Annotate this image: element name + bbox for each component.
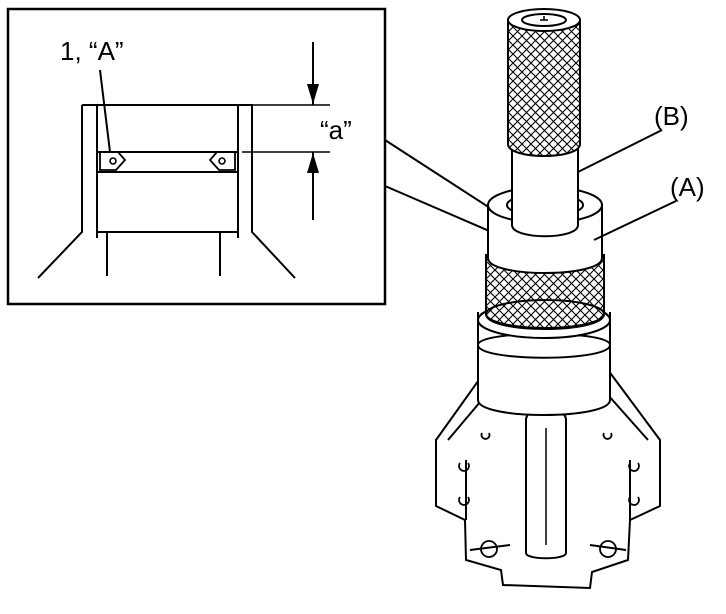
boss-collar bbox=[477, 332, 611, 416]
inner-bushing bbox=[96, 171, 239, 233]
housing-inner bbox=[447, 394, 649, 551]
label-tool-b: (B) bbox=[654, 101, 689, 131]
tool-b-shaft bbox=[511, 139, 579, 238]
tool-b-cap-mark bbox=[540, 16, 548, 21]
main-assembly bbox=[435, 8, 661, 590]
tool-b-knurl bbox=[507, 21, 581, 157]
bolt-holes bbox=[458, 432, 640, 558]
lower-legs bbox=[96, 232, 239, 276]
inset-detail bbox=[6, 7, 387, 306]
inset-frame bbox=[6, 7, 387, 306]
tool-a-knurl-bottom-edge bbox=[485, 299, 605, 329]
dimension-a bbox=[242, 42, 330, 220]
oil-seal bbox=[96, 151, 239, 173]
leader-seal bbox=[99, 69, 111, 153]
housing-section bbox=[37, 104, 296, 279]
tool-b-cap bbox=[521, 13, 567, 27]
label-tool-a: (A) bbox=[670, 172, 705, 202]
label-part-1-grease: 1, “A” bbox=[60, 36, 124, 66]
label-leaders bbox=[577, 129, 677, 241]
boss-collar-ring bbox=[477, 312, 611, 359]
label-dimension-a: “a” bbox=[320, 115, 352, 145]
